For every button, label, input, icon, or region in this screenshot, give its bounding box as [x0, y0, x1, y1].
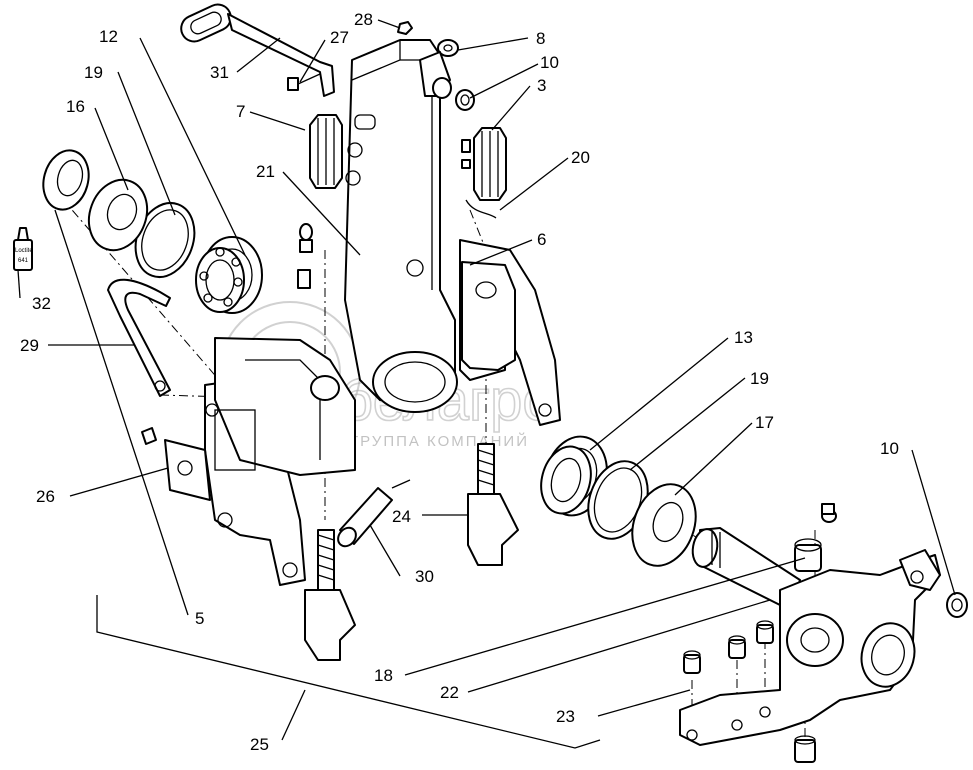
callout-23: 23 — [556, 707, 575, 726]
callout-6: 6 — [537, 230, 546, 249]
part-26-plate — [141, 427, 211, 501]
part-right-arm-housing — [679, 549, 941, 746]
watermark-tagline: ГРУППА КОМПАНИЙ — [350, 432, 529, 450]
callout-10-top: 10 — [540, 53, 559, 72]
callout-labels: 28 27 12 19 16 31 8 10 3 7 20 21 6 32 29… — [20, 10, 899, 754]
callout-30: 30 — [415, 567, 434, 586]
part-21-upright-frame — [344, 39, 458, 413]
loctite-label-line1: Loctite — [15, 248, 33, 254]
callout-3: 3 — [537, 76, 546, 95]
callout-20: 20 — [571, 148, 590, 167]
callout-25: 25 — [250, 735, 269, 754]
part-24-lift-bolt — [467, 443, 519, 566]
callout-19-right: 19 — [750, 369, 769, 388]
callout-31: 31 — [210, 63, 229, 82]
part-10-washer-top — [455, 89, 475, 111]
part-5-lift-bolt — [304, 529, 356, 661]
callout-22: 22 — [440, 683, 459, 702]
part-16-washer — [87, 178, 149, 252]
callout-21: 21 — [256, 162, 275, 181]
part-30-pin — [337, 479, 411, 548]
callout-29: 29 — [20, 336, 39, 355]
part-27-screw — [287, 73, 321, 91]
callout-27: 27 — [330, 28, 349, 47]
part-28-nut — [397, 21, 413, 35]
callout-17: 17 — [755, 413, 774, 432]
callout-32: 32 — [32, 294, 51, 313]
callout-18: 18 — [374, 666, 393, 685]
part-left-housing — [204, 337, 356, 586]
callout-7: 7 — [236, 102, 245, 121]
part-7-sleeve — [309, 114, 343, 189]
part-32-loctite-tube: Loctite 641 — [13, 227, 33, 271]
callout-28: 28 — [354, 10, 373, 29]
part-31-handle — [180, 3, 335, 97]
callout-13: 13 — [734, 328, 753, 347]
part-8-pin — [419, 39, 459, 99]
callout-8: 8 — [536, 29, 545, 48]
loctite-label-line2: 641 — [18, 258, 29, 264]
part-23-bushings — [683, 620, 816, 763]
assembly-bracket-25 — [96, 595, 601, 749]
part-fasteners-right — [461, 139, 497, 219]
callout-19-left: 19 — [84, 63, 103, 82]
part-29-strap — [107, 278, 171, 397]
callout-10-right: 10 — [880, 439, 899, 458]
part-grease-nipple-left — [297, 223, 313, 289]
leader-lines — [17, 19, 956, 741]
callout-24: 24 — [392, 507, 411, 526]
part-18-bushing — [794, 503, 837, 572]
part-3-sleeve — [473, 127, 507, 201]
part-10-washer-right — [946, 592, 968, 618]
callout-26: 26 — [36, 487, 55, 506]
part-6-hinge-block — [459, 239, 561, 426]
callout-5: 5 — [195, 609, 204, 628]
part-12-bearing — [195, 236, 263, 314]
part-17-washer — [631, 483, 697, 567]
callout-16: 16 — [66, 97, 85, 116]
part-5-nut — [42, 149, 90, 211]
callout-12: 12 — [99, 27, 118, 46]
